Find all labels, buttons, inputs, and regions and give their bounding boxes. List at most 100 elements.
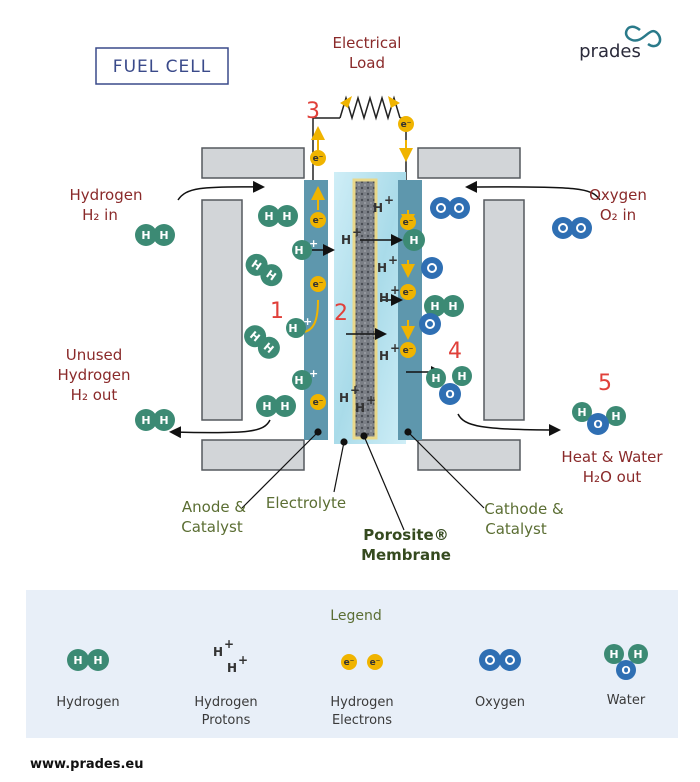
svg-text:H: H <box>227 661 237 675</box>
svg-text:O: O <box>445 388 454 401</box>
svg-text:e⁻: e⁻ <box>313 216 324 226</box>
svg-text:e⁻: e⁻ <box>313 280 324 290</box>
svg-text:H: H <box>431 372 440 385</box>
svg-text:H: H <box>611 410 620 423</box>
legend-electrons-icon: e⁻ e⁻ <box>341 654 383 670</box>
electrons: e⁻ e⁻ e⁻ e⁻ e⁻ e⁻ e⁻ e⁻ <box>310 116 416 410</box>
step-2: 2 <box>334 301 348 326</box>
svg-text:H: H <box>294 374 303 387</box>
svg-text:+: + <box>238 653 248 667</box>
svg-text:H: H <box>159 414 168 427</box>
svg-text:e⁻: e⁻ <box>401 120 412 130</box>
membrane-label-2: Membrane <box>361 546 451 564</box>
legend-oxygen-icon <box>479 649 521 671</box>
footer-url[interactable]: www.prades.eu <box>30 757 144 772</box>
title-box <box>95 47 229 85</box>
step-1: 1 <box>270 299 284 324</box>
unused-hydrogen-label-3: H₂ out <box>71 386 118 404</box>
step-5: 5 <box>598 371 612 396</box>
oxygen-in-label-2: O₂ in <box>600 206 636 224</box>
membrane-label: Porosite® <box>363 526 448 544</box>
flow-plates <box>201 147 525 471</box>
logo-text: prades <box>579 41 641 62</box>
svg-text:H: H <box>448 300 457 313</box>
svg-text:O: O <box>621 664 630 677</box>
page-title: FUEL CELL <box>113 57 211 77</box>
hydrogen-in-label-2: H₂ in <box>82 206 118 224</box>
svg-text:H: H <box>93 654 102 667</box>
svg-text:H: H <box>141 414 150 427</box>
svg-text:H: H <box>288 322 297 335</box>
electrolyte-label: Electrolyte <box>266 494 346 512</box>
svg-text:+: + <box>388 253 398 267</box>
svg-text:H: H <box>341 233 351 247</box>
svg-text:H: H <box>339 391 349 405</box>
water-molecules: H H O H H O <box>426 366 626 435</box>
svg-text:e⁻: e⁻ <box>403 346 414 356</box>
svg-text:+: + <box>366 393 376 407</box>
load-arrow-right <box>388 96 400 108</box>
svg-text:e⁻: e⁻ <box>403 218 414 228</box>
anode-label-2: Catalyst <box>181 518 243 536</box>
svg-text:H: H <box>141 229 150 242</box>
svg-text:e⁻: e⁻ <box>370 658 381 668</box>
svg-text:+: + <box>384 193 394 207</box>
electrical-load-label-2: Load <box>349 54 385 72</box>
electron-flow <box>303 126 415 340</box>
legend-oxygen-label: Oxygen <box>475 695 525 710</box>
cathode-label-2: Catalyst <box>485 520 547 538</box>
cathode-label: Cathode & <box>484 500 564 518</box>
anode-label: Anode & <box>182 498 246 516</box>
svg-text:H: H <box>633 648 642 661</box>
svg-text:e⁻: e⁻ <box>313 154 324 164</box>
legend-protons-label: Hydrogen <box>194 695 257 710</box>
svg-text:+: + <box>224 637 234 651</box>
legend-protons-icon: H+ H+ <box>213 637 248 675</box>
svg-text:+: + <box>390 341 400 355</box>
oxygen-in-label: Oxygen <box>589 186 647 204</box>
svg-text:H: H <box>577 406 586 419</box>
svg-text:H: H <box>373 201 383 215</box>
legend-water-icon: H H O <box>604 644 648 680</box>
svg-text:H: H <box>430 300 439 313</box>
svg-text:H: H <box>609 648 618 661</box>
svg-text:H: H <box>280 400 289 413</box>
hydrogen-in-label: Hydrogen <box>70 186 143 204</box>
svg-text:+: + <box>350 383 360 397</box>
svg-text:H: H <box>159 229 168 242</box>
svg-text:H: H <box>282 210 291 223</box>
svg-text:+: + <box>352 225 362 239</box>
load-arrow-left <box>340 96 352 108</box>
step-3: 3 <box>306 99 320 124</box>
svg-text:e⁻: e⁻ <box>403 288 414 298</box>
prades-logo: prades <box>579 25 662 62</box>
svg-text:H: H <box>379 291 389 305</box>
svg-text:H: H <box>213 645 223 659</box>
unused-hydrogen-label: Unused <box>66 346 123 364</box>
legend-hydrogen-label: Hydrogen <box>56 695 119 710</box>
svg-text:+: + <box>303 315 312 328</box>
protons: H+ H+ H+ H+ H+ H+ H+ H+ H+ H+ <box>286 193 400 415</box>
svg-text:O: O <box>593 418 602 431</box>
legend-water-label: Water <box>607 693 646 708</box>
unused-hydrogen-label-2: Hydrogen <box>58 366 131 384</box>
svg-text:+: + <box>309 237 318 250</box>
legend-title: Legend <box>330 608 381 624</box>
legend-electrons-label-2: Electrons <box>332 713 392 728</box>
svg-text:H: H <box>409 234 418 247</box>
heat-water-label-2: H₂O out <box>583 468 642 486</box>
svg-text:H: H <box>73 654 82 667</box>
svg-text:H: H <box>355 401 365 415</box>
svg-text:+: + <box>390 283 400 297</box>
electrical-load-label: Electrical <box>333 34 402 52</box>
legend-protons-label-2: Protons <box>202 713 251 728</box>
svg-text:H: H <box>457 370 466 383</box>
svg-text:H: H <box>262 400 271 413</box>
flow-arrows <box>169 180 601 439</box>
svg-text:e⁻: e⁻ <box>313 398 324 408</box>
svg-text:+: + <box>309 367 318 380</box>
svg-text:e⁻: e⁻ <box>344 658 355 668</box>
